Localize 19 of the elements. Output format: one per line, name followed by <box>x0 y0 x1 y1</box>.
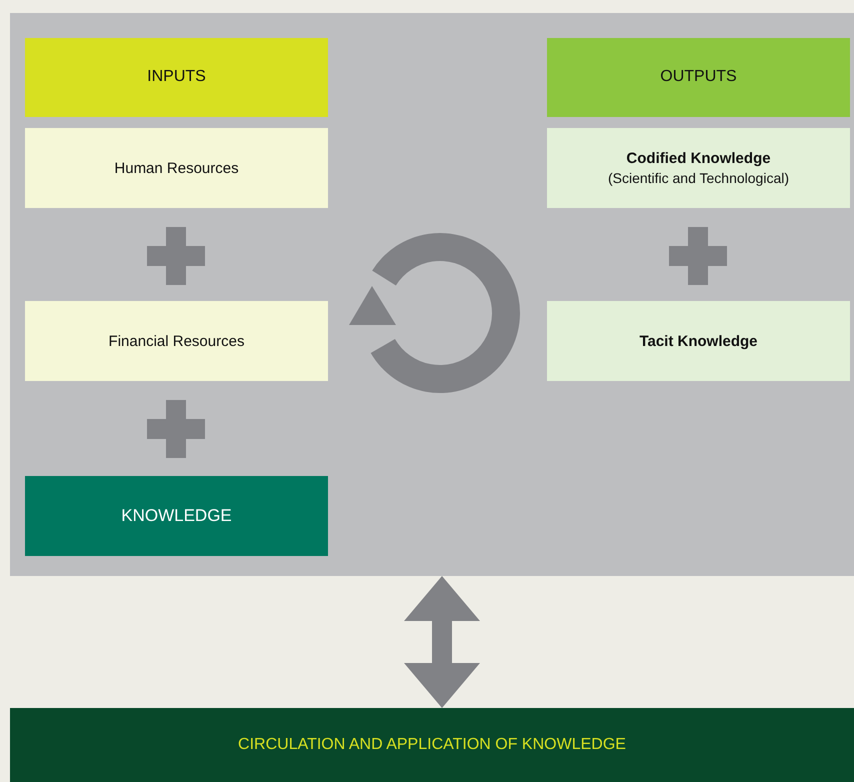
box-label: Financial Resources <box>108 332 244 352</box>
banner-bar <box>10 708 854 782</box>
box-label: KNOWLEDGE <box>121 505 232 528</box>
output-box <box>547 128 850 208</box>
knowledge-box <box>25 476 328 556</box>
box-heading: Codified Knowledge <box>626 148 771 169</box>
double-arrow <box>404 576 480 708</box>
header-box <box>25 38 328 117</box>
input-box <box>25 128 328 208</box>
box-label: Tacit Knowledge <box>639 332 758 352</box>
input-box <box>25 301 328 381</box>
box-subtext: (Scientific and Technological) <box>608 168 790 188</box>
output-box <box>547 301 850 381</box>
box-label: INPUTS <box>147 67 206 88</box>
box-label: CIRCULATION AND APPLICATION OF KNOWLEDGE <box>238 734 626 755</box>
box-label: OUTPUTS <box>660 67 737 88</box>
box-label: Human Resources <box>114 158 239 178</box>
header-box <box>547 38 850 117</box>
panel-background <box>10 13 854 576</box>
